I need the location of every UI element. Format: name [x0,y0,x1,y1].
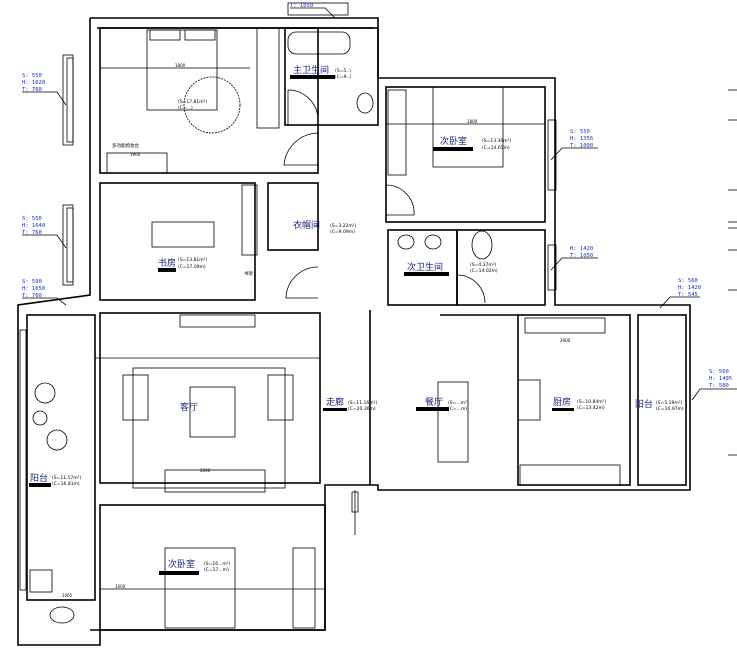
bed-sw [164,547,236,629]
balcony-e-area: (S=5.19m²) [656,400,683,406]
window-spec-t: T: 760 [22,293,42,299]
master-bedroom-area: (S=17.81m²) [178,99,207,105]
closet-label: 衣帽间 [293,219,320,231]
balcony-e-perimeter: (C=10.97m) [656,406,684,412]
dimension-labels: 1800 1900 2000 2900 1065 1800 1000 [62,63,571,598]
window-spec-h: H: 1650 [22,286,45,292]
window-spec-t: T: 1050 [290,3,313,9]
bedroom-sw-perimeter: (C=17...m) [204,567,229,573]
exterior-walls [17,17,691,646]
bathtub [287,31,351,55]
windows [19,2,557,591]
dimension-label: 1065 [62,593,73,598]
countertop [524,317,606,334]
corridor-perimeter: (C=20.36m) [348,406,376,412]
window-spec-s: S: 590 [22,279,42,285]
window-spec-h: H: 1420 [570,246,593,252]
interior-walls [26,27,687,631]
bedroom-ne-perimeter: (C=14.65m) [482,145,510,151]
corridor-area: (S=11.16m²) [348,400,377,406]
study-perimeter: (C=17.09m) [178,264,206,270]
window-spec-t: T: 760 [22,87,42,93]
bed-ne [432,86,504,168]
label-bars [29,75,574,575]
master-bed [146,29,218,111]
kitchen-perimeter: (C=13.42m) [577,405,605,411]
window-spec-s: S: 560 [678,278,698,284]
window-spec-t: T: 1000 [570,143,593,149]
desk [151,221,215,248]
round-rug [183,76,241,134]
sink [356,92,374,114]
second-bath-label: 次卫生间 [407,261,443,273]
bedroom-sw-label: 次卧室 [168,558,195,570]
window-spec-h: H: 1356 [570,136,593,142]
furniture [29,27,621,629]
balcony-w-label: 阳台 [30,472,48,484]
master-bedroom-perimeter: (C=...) [178,105,193,111]
tv-cabinet [179,314,256,328]
window-spec-h: H: 1405 [709,376,732,382]
dining-perimeter: (C=...m) [448,406,467,412]
window-spec-h: H: 1420 [678,285,701,291]
bookshelf-note: 书架 [244,270,253,277]
axis-ticks [728,89,737,456]
bedroom-sw-area: (S=16...m²) [204,561,231,567]
bedroom-ne-area: (S=13.36m²) [482,138,511,144]
study-area: (S=13.81m²) [178,257,207,263]
toilet [471,230,493,260]
dimension-label: 1800 [175,63,186,68]
balcony-e-label: 阳台 [635,398,653,410]
dimension-label: 1000 [115,584,126,589]
dining-table [437,381,469,463]
dimension-label: 1900 [130,152,141,157]
master-bath-area: (S=5..) [335,68,351,74]
bedroom-ne-label: 次卧室 [440,135,467,147]
wardrobe [256,27,280,129]
kitchen-area: (S=10.84m²) [577,399,606,405]
dresser-note: 多功能梳妆台 [112,142,139,149]
closet-area: (S=3.22m²) [330,223,357,229]
master-bath-perimeter: (C=9..) [335,74,351,80]
second-bath-perimeter: (C=14.02m) [470,268,498,274]
coffee-table [189,386,236,438]
dresser [106,152,168,174]
balcony-w-area: (S=11.57m²) [52,475,81,481]
corridor-label: 走廊 [326,396,344,408]
second-bath-area: (S=4.37m²) [470,262,497,268]
window-spec-h: H: 1640 [22,223,45,229]
window-spec-t: T: 580 [709,383,729,389]
dining-label: 餐厅 [425,396,443,408]
window-spec-s: S: 550 [570,129,590,135]
wardrobe-sw [292,547,316,629]
dimension-label: 1800 [467,119,478,124]
sofa [164,469,266,493]
window-spec-t: T: 545 [678,292,698,298]
living-room-label: 客厅 [180,401,198,413]
wardrobe-ne [387,89,407,176]
rug [132,367,286,489]
window-spec-h: H: 1620 [22,80,45,86]
closet-perimeter: (C=9.09m) [330,229,355,235]
room-labels: (S=17.81m²) (C=...) 多功能梳妆台 主卫生间 (S=5..) … [30,64,684,573]
dimension-label: 2900 [560,338,571,343]
window-specs: S: 550 H: 1620 T: 760 S: 550 H: 1640 T: … [22,3,737,401]
balcony-w-perimeter: (C=16.81m) [52,481,80,487]
bookshelf [241,184,258,256]
kitchen-label: 厨房 [553,396,571,408]
window-spec-s: S: 550 [22,73,42,79]
window-spec-s: S: 550 [22,216,42,222]
study-label: 书房 [158,257,176,269]
doors [283,89,486,535]
dining-area: (S=...m²) [448,400,469,406]
window-spec-s: S: 560 [709,369,729,375]
window-spec-t: T: 760 [22,230,42,236]
window-spec-t: T: 1050 [570,253,593,259]
dimension-label: 2000 [200,468,211,473]
master-bath-label: 主卫生间 [293,64,329,76]
